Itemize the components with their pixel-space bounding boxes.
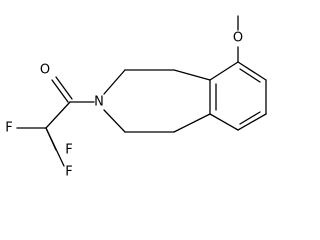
atom-o-methoxy: O xyxy=(233,31,243,46)
bond-c-f-bottom xyxy=(45,127,65,167)
bond-aromatic-3 xyxy=(237,113,267,131)
bond-ring-n-c-lower xyxy=(103,109,126,133)
bond-aromatic-3-inner xyxy=(239,111,261,125)
bond-carbonyl-o-1 xyxy=(51,79,69,103)
bond-aromatic-1-inner xyxy=(239,68,261,83)
bond-carbonyl-cf3 xyxy=(45,101,71,129)
atom-f-bottom: F xyxy=(65,165,72,180)
bond-carbonyl-o-2 xyxy=(55,76,73,100)
bond-aromatic-1 xyxy=(237,61,267,81)
atom-o-carbonyl: O xyxy=(40,63,50,78)
chemical-structure: O O N F F F xyxy=(5,15,267,180)
atom-f-top: F xyxy=(65,143,72,158)
bond-aromatic-4 xyxy=(209,113,239,131)
atom-n-ring: N xyxy=(94,95,104,110)
bond-ring-c-c-bottom xyxy=(173,113,211,133)
bond-aromatic-6 xyxy=(209,61,239,81)
bond-ring-c-n-upper xyxy=(103,69,126,95)
atom-f-left: F xyxy=(5,121,12,136)
bond-ring-c-c-top xyxy=(173,69,211,81)
